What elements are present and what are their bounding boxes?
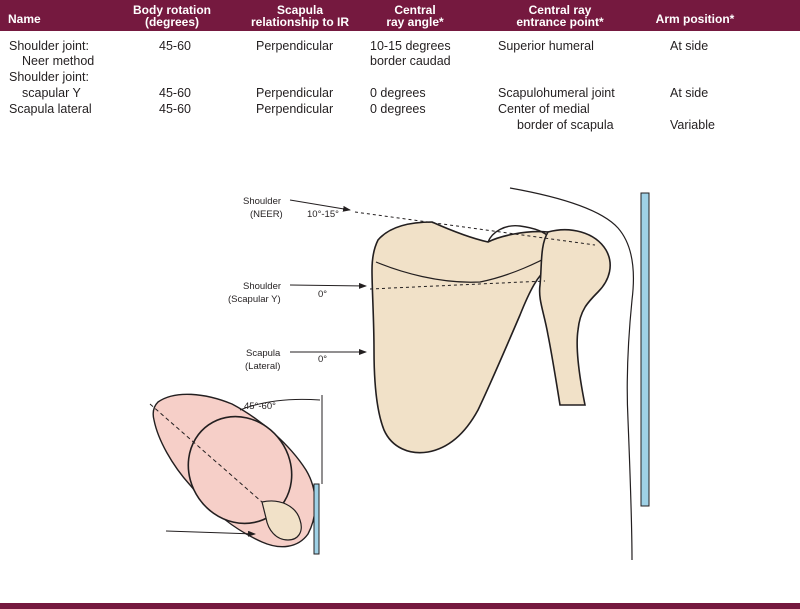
- row-name-continued: Neer method: [22, 54, 95, 68]
- axial-body-diagram: 45°-60°: [149, 393, 323, 555]
- row-entrance: Scapulohumeral joint: [498, 86, 615, 100]
- row-name: Scapula lateral: [9, 102, 92, 116]
- scapular-y-label-line1: Shoulder: [243, 281, 281, 292]
- footer-bar: [0, 603, 800, 609]
- header-central-ray-entrance: Central ray entrance point*: [516, 3, 604, 29]
- row-rotation: 45-60: [159, 39, 191, 53]
- row-angle: 0 degrees: [370, 102, 426, 116]
- scapular-y-ray-line: [369, 280, 546, 290]
- row-name-continued: scapular Y: [22, 86, 81, 100]
- neer-label-line2: (NEER): [250, 209, 283, 220]
- neer-angle-label: 10°-15°: [307, 209, 339, 220]
- row-entrance: Superior humeral: [498, 39, 594, 53]
- row-rotation: 45-60: [159, 102, 191, 116]
- row-arm: Variable: [670, 118, 715, 132]
- row-relationship: Perpendicular: [256, 86, 334, 100]
- body-outline: [509, 187, 635, 561]
- axial-ir-plate: [313, 483, 320, 555]
- scapula-lateral-angle-label: 0°: [318, 354, 327, 365]
- row-entrance-continued: border of scapula: [517, 118, 614, 132]
- image-receptor-plate: [640, 192, 650, 507]
- row-angle: 0 degrees: [370, 86, 426, 100]
- arm-cross-section: [261, 500, 302, 541]
- header-scapula-relationship: Scapula relationship to IR: [250, 3, 349, 29]
- header-central-ray-angle: Central ray angle*: [386, 3, 444, 29]
- scapula-lateral-label-line1: Scapula: [246, 348, 281, 359]
- scapular-spine: [375, 249, 561, 283]
- neer-ray-line: [354, 211, 596, 246]
- humerus-bone: [538, 228, 611, 406]
- row-arm: At side: [670, 86, 709, 100]
- header-body-rotation: Body rotation (degrees): [133, 3, 211, 29]
- rotation-reference-line: [149, 403, 263, 503]
- row-relationship: Perpendicular: [256, 102, 334, 116]
- scapular-y-label-line2: (Scapular Y): [228, 294, 281, 305]
- rotation-angle-label: 45°-60°: [244, 401, 276, 412]
- row-angle-continued: border caudad: [370, 54, 451, 68]
- row-name: Shoulder joint:: [9, 70, 89, 84]
- row-arm: At side: [670, 39, 709, 53]
- scapula-lateral-label-line2: (Lateral): [245, 361, 280, 372]
- neer-arrow: [289, 199, 351, 212]
- central-ray-arrow: [165, 530, 256, 537]
- row-angle: 10-15 degrees: [370, 39, 451, 53]
- row-relationship: Perpendicular: [256, 39, 334, 53]
- header-arm-position: Arm position*: [655, 12, 735, 26]
- neer-label-line1: Shoulder: [243, 196, 281, 207]
- scapular-y-arrow: [289, 282, 367, 289]
- rotation-angle-arc: [239, 398, 321, 411]
- row-name: Shoulder joint:: [9, 39, 89, 53]
- scapular-y-angle-label: 0°: [318, 289, 327, 300]
- header-name: Name: [8, 12, 41, 26]
- table-header: Name Body rotation (degrees) Scapula rel…: [0, 0, 800, 31]
- acromion-process: [487, 225, 551, 243]
- row-entrance: Center of medial: [498, 102, 590, 116]
- row-rotation: 45-60: [159, 86, 191, 100]
